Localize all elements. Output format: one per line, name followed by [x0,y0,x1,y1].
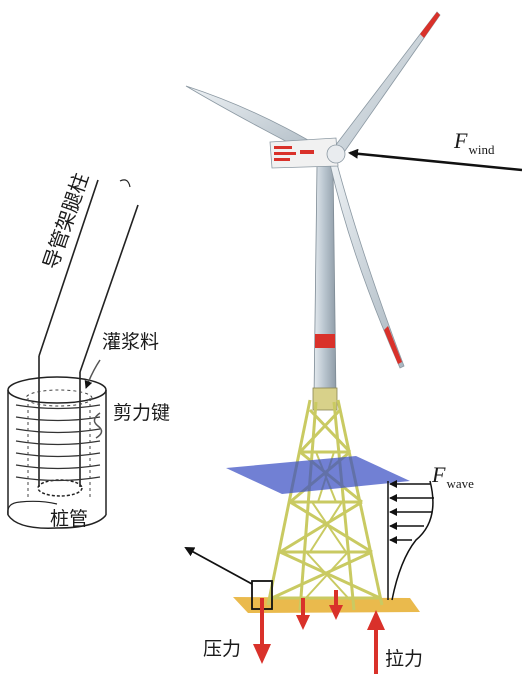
hub [326,144,346,164]
shear-keys [15,404,101,482]
blade-tip-lower [384,326,402,364]
tower-red-band [315,334,335,348]
grout-leader-line [84,359,101,389]
tension-label: 拉力 [385,648,424,670]
water-plane [226,456,410,494]
tension-arrow [367,610,385,674]
shear-key-label: 剪力键 [113,402,171,424]
shear-key-leader-line [93,412,103,439]
grout-label: 灌浆料 [102,331,160,353]
wave-force-symbol: F [432,462,446,487]
jacket-structure [266,399,384,611]
nacelle-stripes [274,146,314,161]
wave-profile-curve [391,480,434,601]
seabed-plane [233,597,420,613]
blade-tip-upper [420,12,440,38]
wind-force-subscript: wind [468,142,495,157]
grout-fill [25,389,93,500]
compression-label: 压力 [203,638,242,660]
blade-lower [329,159,405,369]
grouted-connection-detail [7,179,139,529]
transition-piece [312,387,338,411]
pile-label: 桩管 [50,508,89,530]
wave-force-subscript: wave [446,476,474,491]
compression-arrows [253,590,343,664]
wind-force-label: Fwind [454,128,494,158]
wind-force-arrow [348,148,522,172]
wave-load-profile [387,480,434,601]
wind-force-symbol: F [454,128,468,153]
pile-sleeve [7,376,107,529]
tower [313,165,337,399]
detail-pointer-arrow [184,547,253,585]
wind-turbine [185,11,441,411]
wave-force-label: Fwave [432,462,474,492]
